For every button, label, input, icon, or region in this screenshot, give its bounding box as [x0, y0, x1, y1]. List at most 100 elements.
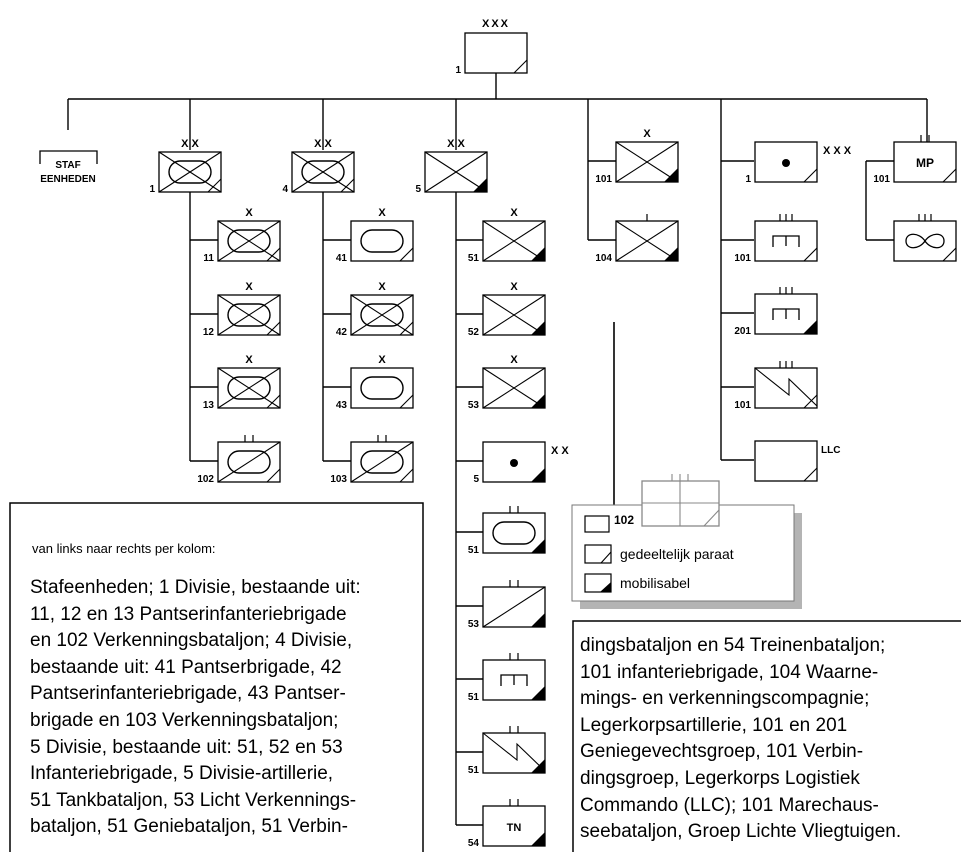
unit-echelon: X — [245, 281, 253, 293]
legend-partial-swatch — [584, 544, 612, 564]
caption-left: Stafeenheden; 1 Divisie, bestaande uit: … — [30, 575, 416, 841]
unit-number: 1 — [455, 65, 461, 76]
unit-number: 101 — [734, 400, 751, 411]
unit-echelon: X X X — [823, 145, 852, 157]
unit-col2-41: X 41 — [336, 207, 414, 264]
caption-right-line: 101 infanteriebrigade, 104 Waarne- — [580, 661, 879, 683]
unit-number: 101 — [595, 174, 612, 185]
unit-number: 1 — [745, 174, 751, 185]
unit-number: 1 — [149, 184, 155, 195]
unit-echelon: X — [378, 281, 386, 293]
unit-number: 42 — [336, 327, 348, 338]
caption-left-line: brigade en 103 Verkenningsbataljon; — [30, 709, 339, 731]
unit-text: LLC — [821, 445, 840, 456]
legend-mobilizable-swatch — [584, 573, 612, 593]
unit-col4-104: 104 — [595, 213, 679, 264]
unit-echelon: XXX — [482, 18, 510, 30]
unit-number: 53 — [468, 400, 480, 411]
unit-number: 101 — [734, 253, 751, 264]
unit-number: 5 — [415, 184, 421, 195]
unit-col5-201-engineer: 201 — [734, 286, 818, 337]
unit-number: 201 — [734, 326, 751, 337]
unit-echelon: X — [510, 354, 518, 366]
unit-number: 51 — [468, 765, 480, 776]
unit-number: 4 — [282, 184, 288, 195]
caption-right: dingsbataljon en 54 Treinenbataljon; 101… — [580, 633, 961, 846]
caption-left-line: bestaande uit: 41 Pantserbrigade, 42 — [30, 656, 342, 678]
unit-text: TN — [507, 822, 522, 834]
unit-number: 51 — [468, 545, 480, 556]
unit-col3-51-infantry: X 51 — [468, 207, 546, 264]
unit-col6-mp: MP 101 — [873, 134, 957, 185]
caption-frames — [9, 502, 961, 852]
unit-col1-102: 102 — [197, 434, 281, 485]
legend-mobilizable-label: mobilisabel — [620, 575, 690, 591]
unit-col5-llc: LLC — [754, 440, 840, 482]
unit-number: 102 — [197, 474, 214, 485]
unit-number: 51 — [468, 692, 480, 703]
unit-col3-division: X X 5 — [415, 138, 488, 195]
legend-sample-box-empty — [584, 515, 610, 533]
caption-left-line: 51 Tankbataljon, 53 Licht Verkennings- — [30, 789, 357, 811]
caption-left-line: bataljon, 51 Geniebataljon, 51 Verbin- — [30, 816, 348, 838]
unit-col3-51-engineer: 51 — [468, 652, 546, 703]
unit-col6-aviation — [893, 213, 957, 262]
unit-number: 13 — [203, 400, 215, 411]
unit-col2-43: X 43 — [336, 354, 414, 411]
unit-col1-11: X 11 — [203, 207, 281, 264]
caption-left-line: 5 Divisie, bestaande uit: 51, 52 en 53 — [30, 736, 343, 758]
legend-unit-sample — [641, 474, 720, 527]
unit-col5-101-signal: 101 — [734, 360, 818, 411]
staff-label-line1: STAF — [55, 160, 80, 171]
caption-right-line: seebataljon, Groep Lichte Vliegtuigen. — [580, 821, 902, 843]
unit-number: 103 — [330, 474, 347, 485]
unit-number: 12 — [203, 327, 215, 338]
caption-right-line: dingsgroep, Legerkorps Logistiek — [580, 767, 860, 789]
unit-col3-5-artillery: X X 5 — [473, 441, 569, 485]
staff-units: STAF EENHEDEN — [39, 150, 98, 185]
unit-number: 51 — [468, 253, 480, 264]
unit-echelon: X X — [314, 138, 332, 150]
unit-number: 101 — [873, 174, 890, 185]
unit-number: 43 — [336, 400, 348, 411]
unit-col3-51-tank: 51 — [468, 505, 546, 556]
unit-col3-53-recon: 53 — [468, 579, 546, 630]
caption-left-line: Pantserinfanteriebrigade, 43 Pantser- — [30, 683, 346, 705]
connector-lines — [67, 73, 928, 826]
unit-col3-51-signal: 51 — [468, 725, 546, 776]
unit-col3-53-infantry: X 53 — [468, 354, 546, 411]
caption-left-line: Infanteriebrigade, 5 Divisie-artillerie, — [30, 763, 334, 785]
unit-echelon: X X — [181, 138, 199, 150]
caption-right-line: Legerkorpsartillerie, 101 en 201 — [580, 714, 848, 736]
unit-col3-52: X 52 — [468, 281, 546, 338]
unit-echelon: X — [378, 207, 386, 219]
unit-col3-54-supply: TN 54 — [468, 798, 546, 849]
unit-echelon: X — [510, 207, 518, 219]
unit-echelon: X X — [447, 138, 465, 150]
unit-col2-103: 103 — [330, 434, 414, 485]
unit-number: 54 — [468, 838, 480, 849]
unit-col2-42: X 42 — [336, 281, 414, 338]
unit-echelon: X — [510, 281, 518, 293]
unit-echelon: X — [245, 354, 253, 366]
unit-echelon: X — [245, 207, 253, 219]
unit-root: XXX 1 — [455, 18, 528, 76]
unit-col1-12: X 12 — [203, 281, 281, 338]
legend-partial-label: gedeeltelijk paraat — [620, 546, 734, 562]
caption-left-line: en 102 Verkenningsbataljon; 4 Divisie, — [30, 630, 353, 652]
caption-intro: van links naar rechts per kolom: — [32, 541, 216, 556]
caption-left-line: 11, 12 en 13 Pantserinfanteriebrigade — [30, 603, 347, 625]
caption-right-line: dingsbataljon en 54 Treinenbataljon; — [580, 635, 886, 656]
caption-right-line: mings- en verkenningscompagnie; — [580, 688, 870, 710]
caption-right-line: Geniegevechtsgroep, 101 Verbin- — [580, 741, 864, 763]
caption-right-line: Commando (LLC); 101 Marechaus- — [580, 794, 879, 816]
unit-col1-division: X X 1 — [149, 138, 222, 195]
unit-col4-101-brigade: X 101 — [595, 128, 679, 185]
unit-number: 53 — [468, 619, 480, 630]
caption-left-line: Stafeenheden; 1 Divisie, bestaande uit: — [30, 577, 361, 598]
unit-number: 5 — [473, 474, 479, 485]
legend: 102 gedeeltelijk paraat mobilisabel — [571, 474, 802, 609]
unit-number: 41 — [336, 253, 348, 264]
unit-number: 104 — [595, 253, 612, 264]
